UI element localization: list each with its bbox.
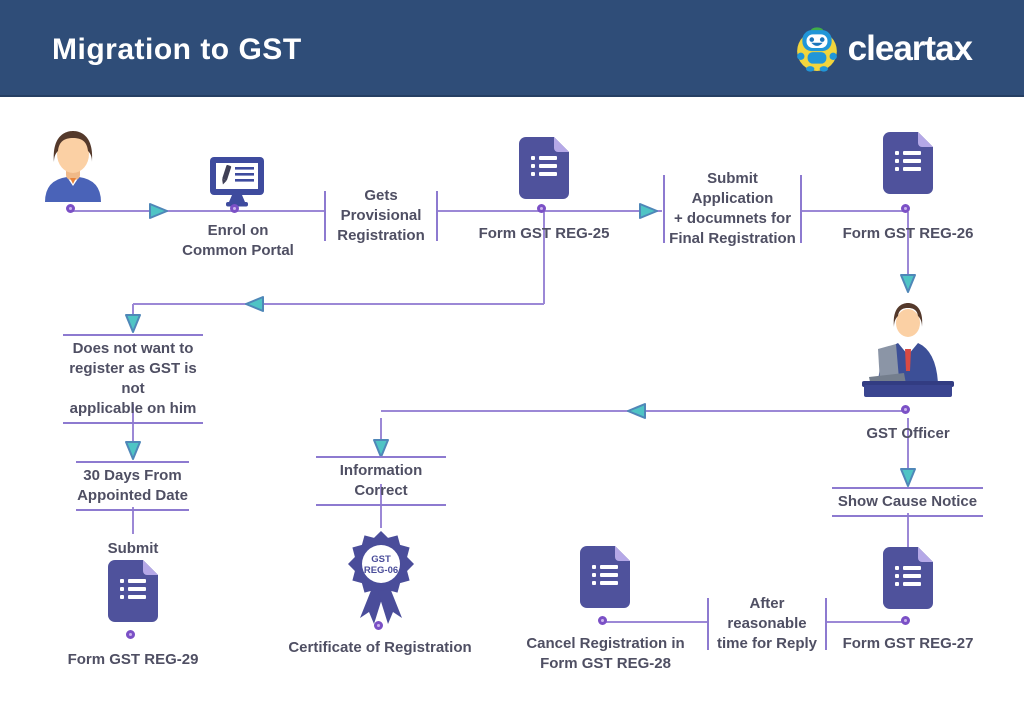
label-form-gst-reg26: Form GST REG-26 xyxy=(842,225,974,242)
cleartax-mascot-icon xyxy=(796,27,837,72)
header-bar: Migration to GST cleartax xyxy=(0,0,1024,97)
flow-line xyxy=(907,212,909,278)
label-line: Appointed Date xyxy=(77,487,188,504)
label-line: Cancel Registration in xyxy=(526,635,685,652)
cleartax-wordmark: cleartax xyxy=(847,29,973,68)
label-gets-provisional-registration: Gets Provisional Registration xyxy=(324,187,438,244)
label-line: Registration xyxy=(337,227,425,244)
flow-line xyxy=(907,513,909,547)
label-line: Common Portal xyxy=(182,242,294,259)
document-reg25-icon xyxy=(518,136,570,205)
badge-text-line2: REG-06 xyxy=(364,565,398,576)
arrow-down-icon xyxy=(371,439,391,458)
arrow-left-icon xyxy=(627,403,647,419)
flow-line xyxy=(802,210,908,212)
page-title: Migration to GST xyxy=(52,33,302,66)
label-line: Gets Provisional xyxy=(340,187,422,224)
flow-line xyxy=(73,210,325,212)
connector-node xyxy=(374,621,383,630)
label-line: + documnets for xyxy=(673,210,792,227)
label-gst-officer: GST Officer xyxy=(866,425,950,442)
arrow-down-icon xyxy=(898,274,918,293)
flow-line xyxy=(907,418,909,472)
label-enrol-common-portal: Enrol on Common Portal xyxy=(158,221,318,261)
label-30-days-appointed-date: 30 Days From Appointed Date xyxy=(76,461,189,511)
label-certificate-of-registration: Certificate of Registration xyxy=(288,639,472,656)
label-show-cause-notice: Show Cause Notice xyxy=(832,487,983,517)
document-reg28-icon xyxy=(579,545,631,614)
certificate-badge-icon: GST REG-06 xyxy=(336,526,426,631)
label-line: Form GST REG-28 xyxy=(540,655,671,672)
taxpayer-person-icon xyxy=(41,128,105,207)
flow-line xyxy=(437,210,662,212)
label-line: Final Registration xyxy=(669,230,796,247)
label-line: 30 Days From xyxy=(83,467,182,484)
connector-node xyxy=(537,204,546,213)
label-form-gst-reg29: Form GST REG-29 xyxy=(67,651,199,668)
label-line: time for Reply xyxy=(716,635,818,652)
label-form-gst-reg25: Form GST REG-25 xyxy=(478,225,610,242)
arrow-down-icon xyxy=(898,468,918,487)
arrow-right-icon xyxy=(148,203,168,219)
arrow-right-icon xyxy=(638,203,658,219)
connector-node xyxy=(901,616,910,625)
label-line: Submit Application xyxy=(691,170,774,207)
flow-line xyxy=(132,404,134,448)
label-information-correct: Information Correct xyxy=(316,456,446,506)
flow-line xyxy=(132,507,134,534)
badge-text-line1: GST xyxy=(371,554,391,565)
document-reg27-icon xyxy=(882,546,934,615)
connector-node xyxy=(901,204,910,213)
label-line: Enrol on xyxy=(207,222,269,239)
connector-node xyxy=(598,616,607,625)
label-line: After reasonable xyxy=(727,595,807,632)
connector-node xyxy=(230,204,239,213)
label-submit-application-final-registration: Submit Application + documnets for Final… xyxy=(663,170,802,247)
label-does-not-want-register: Does not want to register as GST is not … xyxy=(63,334,203,424)
document-reg26-icon xyxy=(882,131,934,200)
flow-line xyxy=(543,212,545,304)
label-cancel-registration-reg28: Cancel Registration in Form GST REG-28 xyxy=(518,634,693,674)
label-submit: Submit xyxy=(107,540,159,557)
flow-line xyxy=(133,303,544,305)
label-form-gst-reg27: Form GST REG-27 xyxy=(842,635,974,652)
document-reg29-icon xyxy=(107,559,159,628)
arrow-down-icon xyxy=(123,441,143,460)
connector-node xyxy=(66,204,75,213)
cleartax-logo: cleartax xyxy=(794,26,973,72)
flow-line xyxy=(380,484,382,528)
arrow-left-icon xyxy=(245,296,265,312)
flow-line xyxy=(380,418,382,442)
label-line: register as GST is not xyxy=(69,360,197,397)
label-after-reasonable-time: After reasonable time for Reply xyxy=(707,595,827,652)
label-line: Does not want to xyxy=(72,340,194,357)
connector-node xyxy=(126,630,135,639)
label-line: applicable on him xyxy=(69,400,197,417)
connector-node xyxy=(901,405,910,414)
gst-officer-icon xyxy=(854,297,962,406)
arrow-down-icon xyxy=(123,314,143,333)
